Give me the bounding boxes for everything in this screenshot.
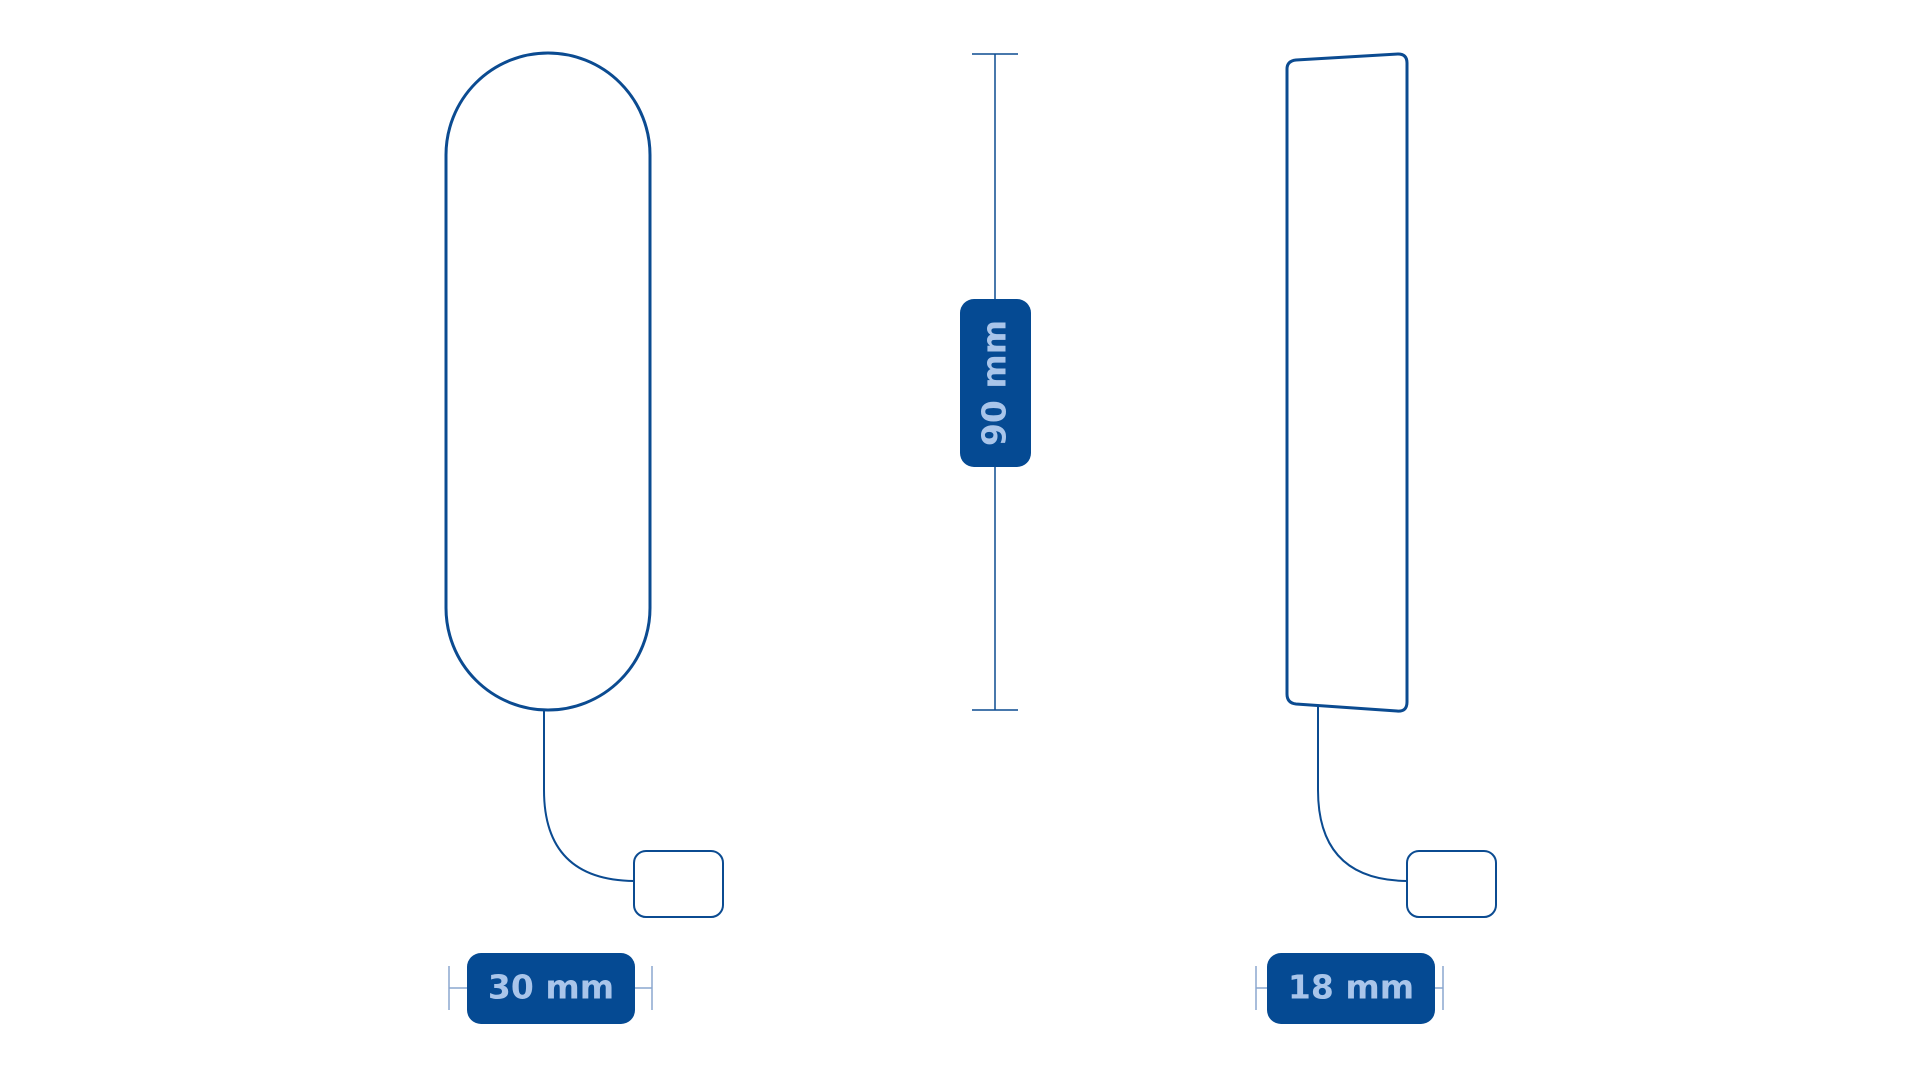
side-view-connector <box>1406 850 1497 918</box>
front-width-dimension: 30 mm <box>448 953 653 1024</box>
height-dimension: 90 mm <box>960 53 1031 711</box>
side-width-dimension: 18 mm <box>1255 953 1444 1024</box>
front-view-body <box>444 51 652 712</box>
front-width-badge <box>467 953 635 1024</box>
front-view <box>444 51 724 918</box>
side-view-body <box>1285 52 1409 713</box>
side-view-cable <box>1317 706 1408 882</box>
side-view <box>1285 52 1497 918</box>
front-view-connector <box>633 850 724 918</box>
front-width-label: 30 mm <box>488 968 614 1007</box>
height-label: 90 mm <box>975 320 1014 446</box>
front-view-cable <box>543 710 635 882</box>
height-badge <box>960 299 1031 467</box>
side-width-badge <box>1267 953 1435 1024</box>
side-width-label: 18 mm <box>1288 968 1414 1007</box>
